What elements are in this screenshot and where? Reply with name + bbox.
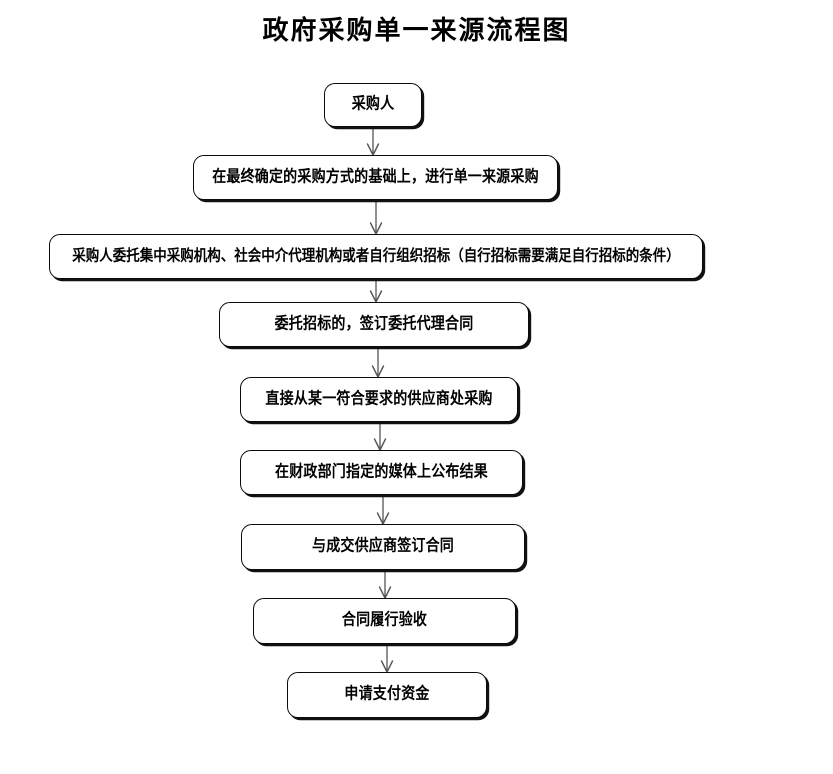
flow-node-2[interactable]: 在最终确定的采购方式的基础上，进行单一来源采购: [193, 155, 558, 200]
arrow-glyph: [378, 570, 392, 600]
flow-connector-arrow: [365, 127, 381, 157]
flow-connector-arrow: [379, 644, 395, 674]
flow-node-5[interactable]: 直接从某一符合要求的供应商处采购: [240, 377, 518, 422]
arrow-glyph: [366, 127, 380, 157]
arrow-glyph: [369, 200, 383, 236]
flow-node-8[interactable]: 合同履行验收: [253, 598, 516, 644]
flow-connector-arrow: [375, 495, 391, 526]
flow-node-label: 采购人委托集中采购机构、社会中介代理机构或者自行组织招标（自行招标需要满足自行招…: [72, 247, 680, 265]
flow-node-label: 合同履行验收: [341, 611, 428, 630]
flow-connector-arrow: [368, 279, 384, 304]
flow-connector-arrow: [370, 347, 386, 379]
arrow-glyph: [373, 422, 387, 452]
flow-node-label: 在财政部门指定的媒体上公布结果: [275, 462, 488, 481]
arrow-glyph: [369, 279, 383, 304]
flow-node-4[interactable]: 委托招标的，签订委托代理合同: [219, 302, 529, 347]
arrow-glyph: [371, 347, 385, 379]
flow-node-3[interactable]: 采购人委托集中采购机构、社会中介代理机构或者自行组织招标（自行招标需要满足自行招…: [49, 234, 703, 279]
flow-node-label: 采购人: [351, 95, 395, 114]
flow-node-6[interactable]: 在财政部门指定的媒体上公布结果: [240, 450, 523, 495]
flow-connector-arrow: [377, 570, 393, 600]
flow-node-label: 在最终确定的采购方式的基础上，进行单一来源采购: [212, 167, 539, 186]
flow-node-label: 直接从某一符合要求的供应商处采购: [265, 389, 493, 408]
flow-node-label: 申请支付资金: [344, 685, 430, 704]
arrow-glyph: [380, 644, 394, 674]
arrow-glyph: [376, 495, 390, 526]
flow-node-label: 委托招标的，签订委托代理合同: [274, 314, 474, 333]
flow-connector-arrow: [368, 200, 384, 236]
flow-node-label: 与成交供应商签订合同: [312, 537, 454, 556]
flow-node-1[interactable]: 采购人: [324, 83, 422, 127]
flow-connector-arrow: [372, 422, 388, 452]
flow-node-9[interactable]: 申请支付资金: [287, 672, 487, 718]
flow-node-7[interactable]: 与成交供应商签订合同: [241, 524, 525, 570]
page-title: 政府采购单一来源流程图: [262, 16, 571, 46]
